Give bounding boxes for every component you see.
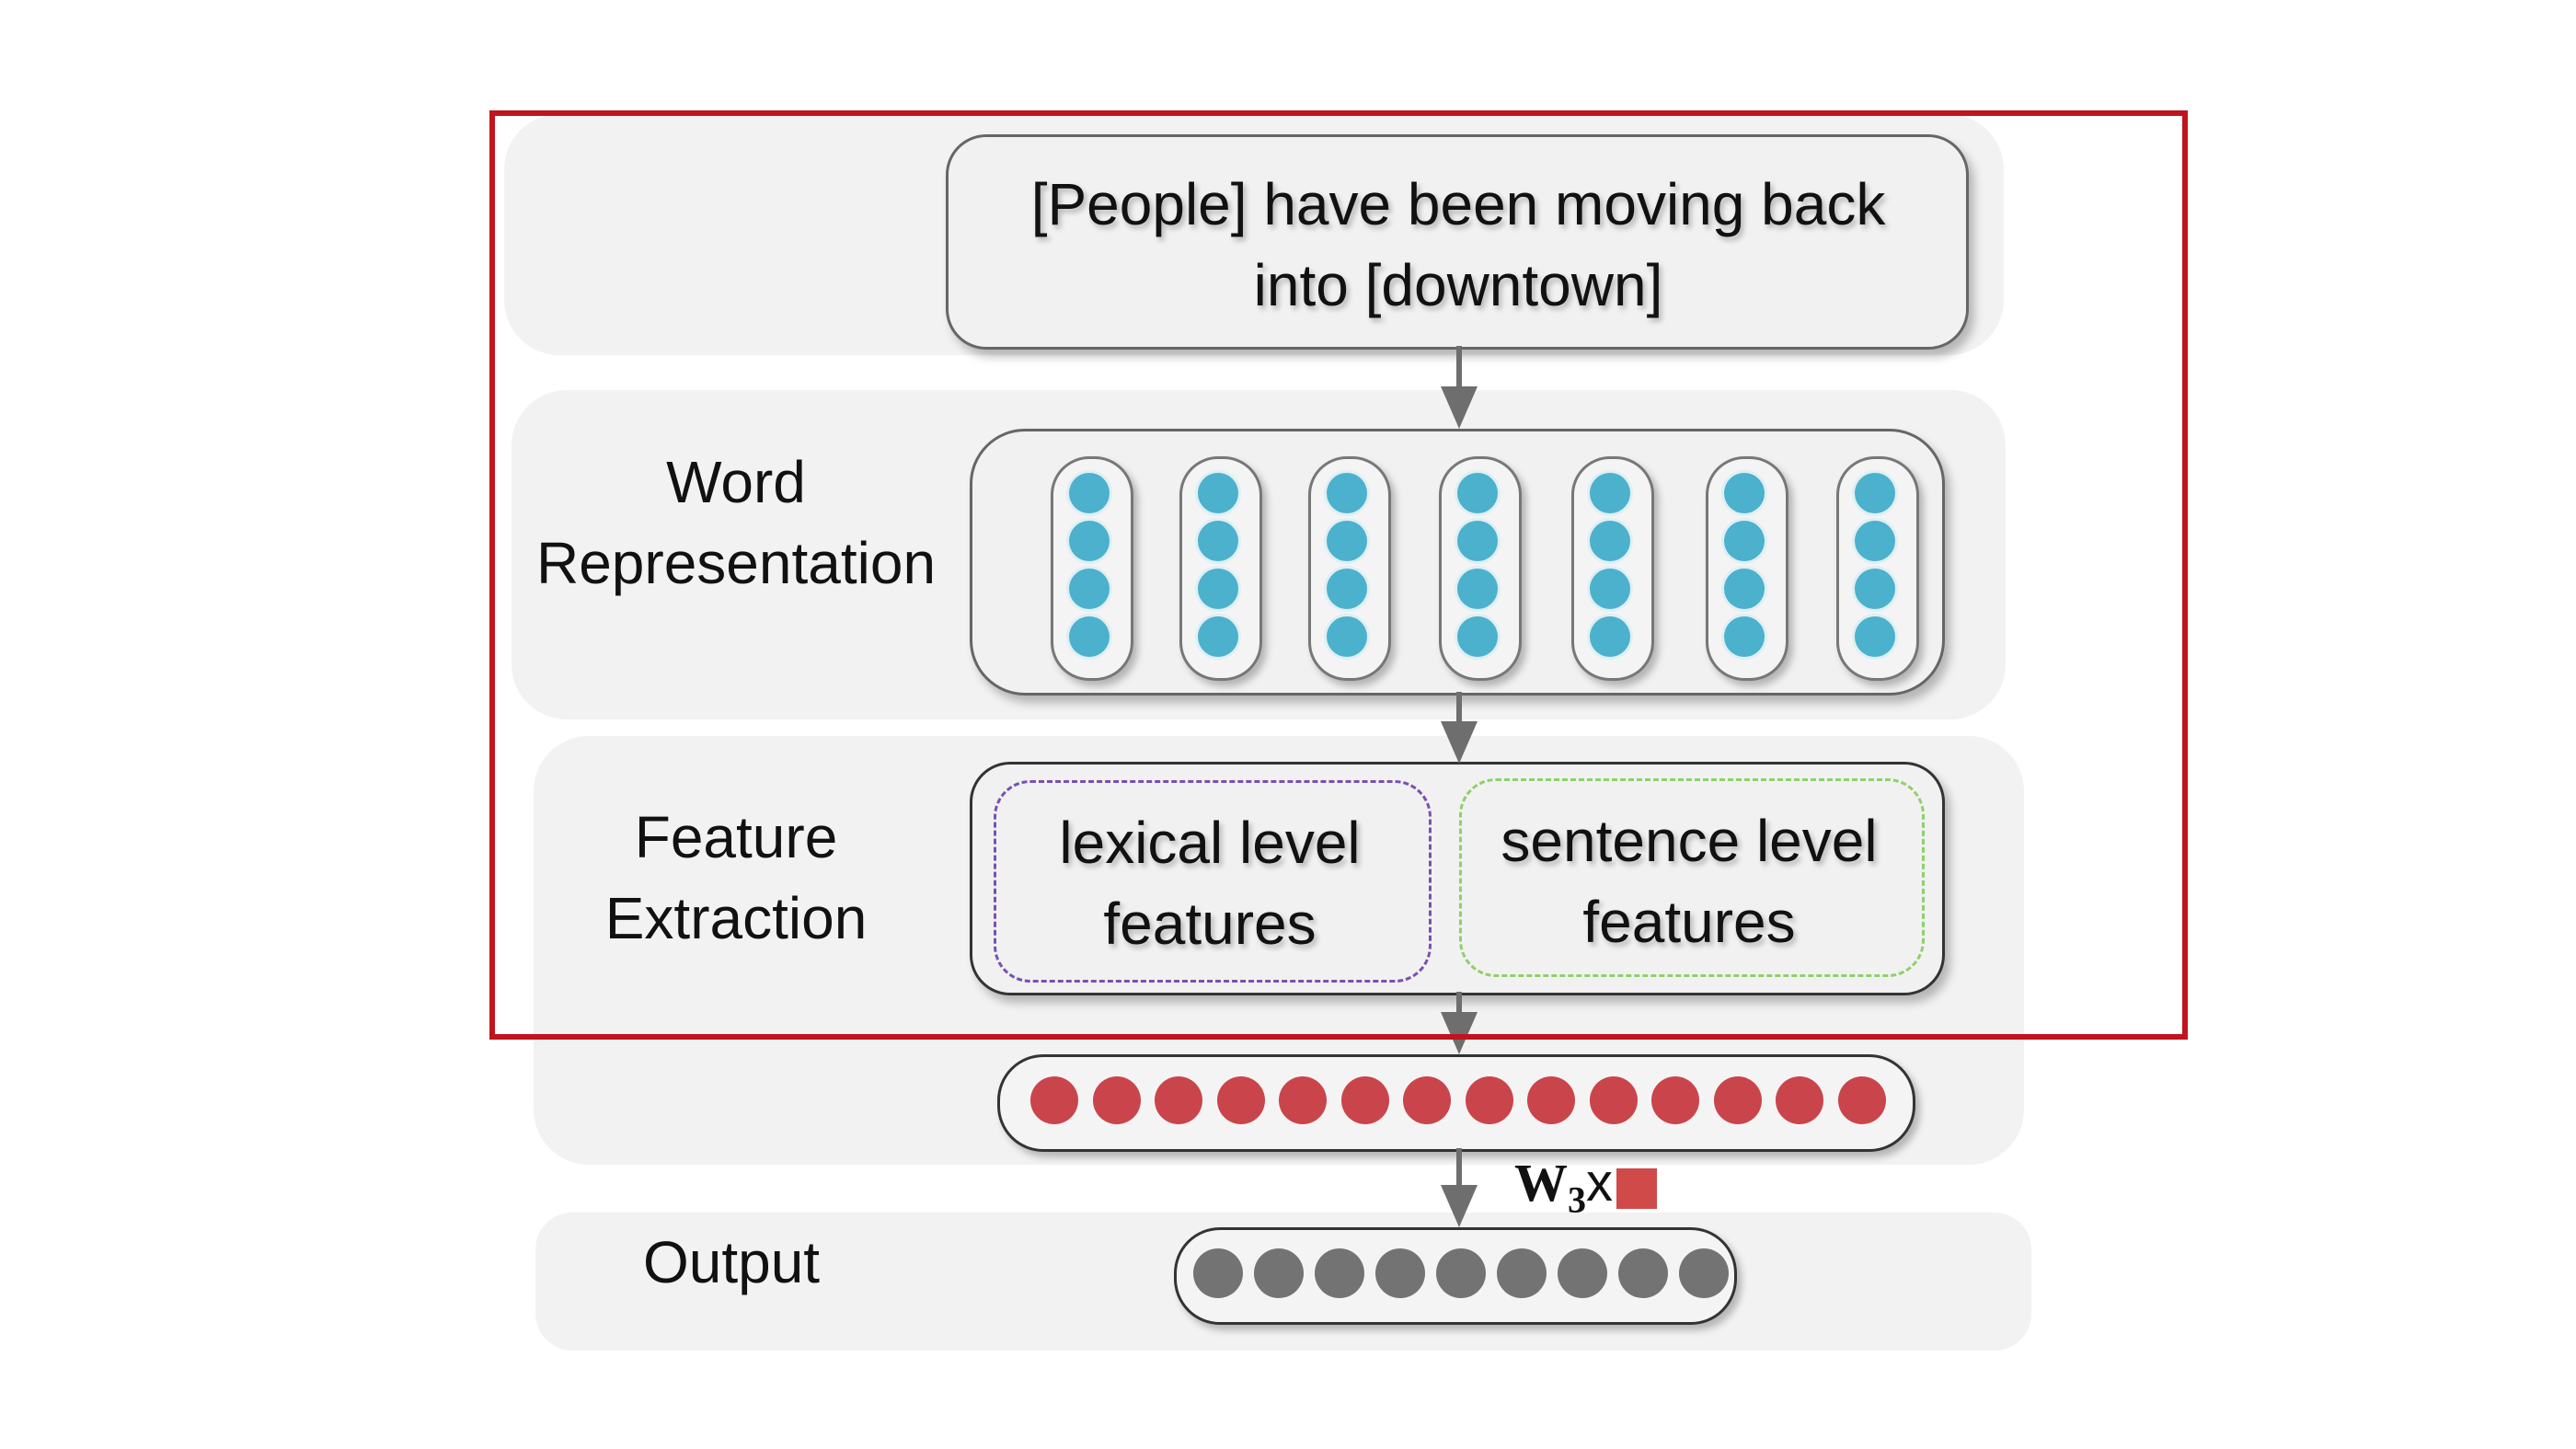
hidden-unit — [1155, 1076, 1202, 1124]
word-vector-unit — [1457, 521, 1498, 561]
word-representation-label: Word Representation — [535, 449, 937, 596]
hidden-unit — [1527, 1076, 1575, 1124]
output-unit — [1558, 1248, 1607, 1298]
word-vector-unit — [1198, 473, 1238, 513]
hidden-unit — [1216, 1076, 1265, 1124]
sentence-features-text: sentence level features — [1501, 808, 1878, 955]
output-unit — [1497, 1248, 1547, 1298]
output-unit — [1375, 1248, 1425, 1298]
output-unit — [1315, 1248, 1364, 1298]
word-vector-unit — [1069, 473, 1110, 513]
word-vector-unit — [1590, 473, 1630, 513]
output-label: Output — [642, 1229, 821, 1295]
hidden-unit — [1403, 1076, 1451, 1124]
hidden-unit — [1713, 1076, 1762, 1124]
output-unit — [1254, 1248, 1304, 1298]
word-vector-unit — [1327, 473, 1367, 513]
word-vector-unit — [1855, 569, 1895, 609]
word-vector-unit — [1855, 521, 1895, 561]
hidden-unit — [1776, 1076, 1823, 1124]
lexical-features-box — [994, 780, 1432, 983]
hidden-unit — [1340, 1076, 1389, 1124]
word-vector-unit — [1724, 521, 1765, 561]
output-unit — [1679, 1248, 1729, 1298]
times-symbol: x — [1586, 1153, 1613, 1213]
word-vector-unit — [1724, 569, 1765, 609]
feature-extraction-label: Feature Extraction — [604, 804, 868, 951]
output-unit — [1436, 1248, 1486, 1298]
hidden-unit-square-icon — [1616, 1167, 1657, 1209]
word-vector-unit — [1457, 473, 1498, 513]
word-vector-unit — [1590, 521, 1630, 561]
input-sentence-box — [946, 134, 1969, 350]
hidden-unit — [1465, 1076, 1513, 1124]
hidden-unit — [1279, 1076, 1327, 1124]
hidden-unit — [1092, 1076, 1141, 1124]
hidden-unit — [1651, 1076, 1699, 1124]
word-vector-unit — [1069, 616, 1110, 657]
selection-highlight-box — [489, 110, 2188, 1040]
hidden-unit — [1589, 1076, 1638, 1124]
sentence-features-box — [1459, 778, 1925, 977]
hidden-unit — [1030, 1076, 1078, 1124]
feature-extraction-box — [970, 762, 1945, 995]
output-unit — [1618, 1248, 1668, 1298]
word-vector-unit — [1855, 473, 1895, 513]
word-vector-unit — [1198, 569, 1238, 609]
word-vector-unit — [1327, 569, 1367, 609]
word-vector-unit — [1198, 521, 1238, 561]
hidden-unit — [1837, 1076, 1886, 1124]
word-vector-unit — [1327, 616, 1367, 657]
lexical-features-text: lexical level features — [1059, 810, 1361, 957]
weight-subscript: 3 — [1568, 1179, 1586, 1221]
weight-symbol: W — [1514, 1153, 1568, 1213]
word-vector-unit — [1457, 569, 1498, 609]
word-vector-unit — [1724, 616, 1765, 657]
word-vector-unit — [1590, 569, 1630, 609]
word-vector-unit — [1069, 569, 1110, 609]
weight-formula: W3x — [1514, 1152, 1657, 1222]
word-vector-unit — [1198, 616, 1238, 657]
word-vector-unit — [1069, 521, 1110, 561]
word-vector-unit — [1724, 473, 1765, 513]
input-sentence-text: [People] have been moving back into [dow… — [1030, 171, 1886, 318]
word-vector-unit — [1855, 616, 1895, 657]
output-unit — [1193, 1248, 1243, 1298]
word-vector-unit — [1590, 616, 1630, 657]
word-vector-unit — [1457, 616, 1498, 657]
word-vector-unit — [1327, 521, 1367, 561]
